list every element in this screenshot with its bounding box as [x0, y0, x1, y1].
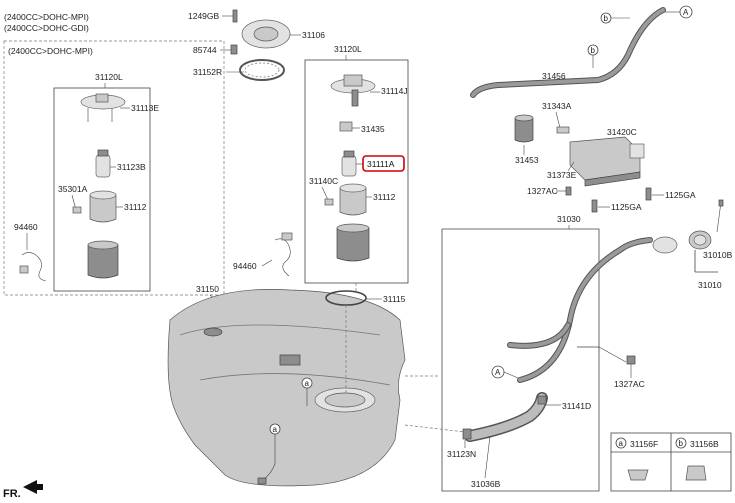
bolt-1327AC-bottom: [626, 355, 636, 365]
sender-unit-mid: [324, 183, 367, 216]
part-label-35301A[interactable]: 35301A: [58, 184, 88, 194]
part-label-31112-mid[interactable]: 31112: [373, 192, 396, 202]
part-label-31420C[interactable]: 31420C: [607, 127, 637, 137]
bolt-1125GA-right: [645, 187, 652, 201]
sender-unit-left: [72, 190, 117, 223]
part-label-31456[interactable]: 31456: [542, 71, 566, 81]
cover-plate-31106: [241, 19, 291, 49]
engine-spec-line-2: (2400CC>DOHC-GDI): [4, 23, 89, 33]
callout-A-bottom-label: A: [495, 368, 501, 377]
front-direction-arrow-icon: [23, 480, 43, 494]
fuel-filter-mid: [341, 150, 357, 177]
part-label-31140C[interactable]: 31140C: [309, 176, 338, 186]
vapor-hose-31456: [470, 7, 666, 98]
engine-spec-line-1: (2400CC>DOHC-MPI): [4, 12, 89, 22]
part-label-31152R[interactable]: 31152R: [193, 67, 222, 77]
bolt-1249GB: [232, 9, 238, 23]
part-label-1125GA-mid[interactable]: 1125GA: [611, 202, 642, 212]
fuel-door-31010B: [688, 230, 712, 250]
part-label-31453[interactable]: 31453: [515, 155, 539, 165]
valve-31343A: [556, 126, 570, 134]
part-label-31120L-mid[interactable]: 31120L: [334, 44, 362, 54]
part-label-1125GA-right[interactable]: 1125GA: [665, 190, 696, 200]
tank-strap-clip: [257, 477, 267, 485]
part-label-31373E[interactable]: 31373E: [547, 170, 577, 180]
part-label-1327AC-top[interactable]: 1327AC: [527, 186, 558, 196]
part-label-31343A[interactable]: 31343A: [542, 101, 572, 111]
part-label-31112-left[interactable]: 31112: [124, 202, 147, 212]
part-label-94460-left[interactable]: 94460: [14, 222, 38, 232]
clamp-31141D: [537, 395, 547, 405]
part-label-31113E[interactable]: 31113E: [131, 103, 159, 113]
legend-callout-b: [675, 437, 687, 449]
filler-neck-box: [441, 228, 600, 492]
pump-flange-mid: [330, 74, 376, 107]
part-label-31030[interactable]: 31030: [557, 214, 581, 224]
highlight-box-31111A: [362, 155, 405, 172]
part-label-31114J[interactable]: 31114J: [381, 86, 408, 96]
part-label-31123N[interactable]: 31123N: [447, 449, 476, 459]
release-cable-end: [718, 199, 724, 207]
wiring-harness-mid: [274, 232, 293, 277]
callout-b-mid-label: b: [591, 46, 596, 55]
part-label-31123B[interactable]: 31123B: [117, 162, 146, 172]
front-direction-label: FR.: [3, 488, 21, 500]
part-label-1249GB[interactable]: 1249GB: [188, 11, 220, 21]
part-label-1327AC-bottom[interactable]: 1327AC: [614, 379, 645, 389]
legend-callout-a: [615, 437, 627, 449]
clip-31156F-icon: [627, 469, 649, 481]
legend-code-31156B[interactable]: 31156B: [690, 439, 719, 449]
mid-pump-assembly-box: [304, 59, 409, 284]
mpi-variant-box: [3, 40, 225, 296]
part-label-31120L-left[interactable]: 31120L: [95, 72, 123, 82]
clip-legend: a 31156F b 31156B: [610, 432, 732, 492]
bolt-1327AC-top: [565, 186, 572, 196]
legend-code-31156F[interactable]: 31156F: [630, 439, 658, 449]
filler-hose-31036B: [464, 392, 548, 442]
part-label-31106[interactable]: 31106: [302, 30, 325, 40]
callout-A-top-label: A: [683, 8, 689, 17]
part-label-31111A[interactable]: 31111A: [367, 159, 395, 169]
lock-ring-31152R: [239, 59, 285, 81]
part-label-31036B[interactable]: 31036B: [471, 479, 501, 489]
fuel-tank-31150: [167, 289, 406, 487]
part-label-31115[interactable]: 31115: [383, 294, 406, 304]
callout-a-lower-label: a: [273, 425, 278, 434]
callout-a-upper-label: a: [305, 379, 310, 388]
fuel-filter-left: [95, 149, 111, 178]
part-label-31010[interactable]: 31010: [698, 280, 722, 290]
part-label-31141D[interactable]: 31141D: [562, 401, 591, 411]
part-label-94460-mid[interactable]: 94460: [233, 261, 257, 271]
part-label-31150[interactable]: 31150: [196, 284, 219, 294]
part-label-85744[interactable]: 85744: [193, 45, 217, 55]
regulator-31435: [339, 121, 353, 132]
canister-31420C: [569, 136, 645, 187]
left-pump-assembly-box: [53, 87, 151, 292]
wiring-harness-left: [19, 252, 47, 282]
part-label-31435[interactable]: 31435: [361, 124, 385, 134]
clip-31156B-icon: [685, 465, 707, 481]
filler-neck-pipe: [507, 236, 678, 383]
part-label-31010B[interactable]: 31010B: [703, 250, 733, 260]
clamp-31123N: [462, 428, 472, 440]
bolt-1125GA-mid: [591, 199, 598, 213]
callout-b-top-label: b: [604, 14, 609, 23]
reservoir-cup-left: [87, 240, 119, 279]
fastener-85744: [230, 44, 238, 55]
vapor-filter-31453: [514, 114, 534, 143]
legend-callout-a-letter: a: [619, 439, 624, 448]
reservoir-cup-mid: [336, 223, 370, 262]
legend-callout-b-letter: b: [679, 439, 684, 448]
pump-flange-left: [80, 93, 126, 122]
mpi-variant-title: (2400CC>DOHC-MPI): [8, 46, 93, 56]
